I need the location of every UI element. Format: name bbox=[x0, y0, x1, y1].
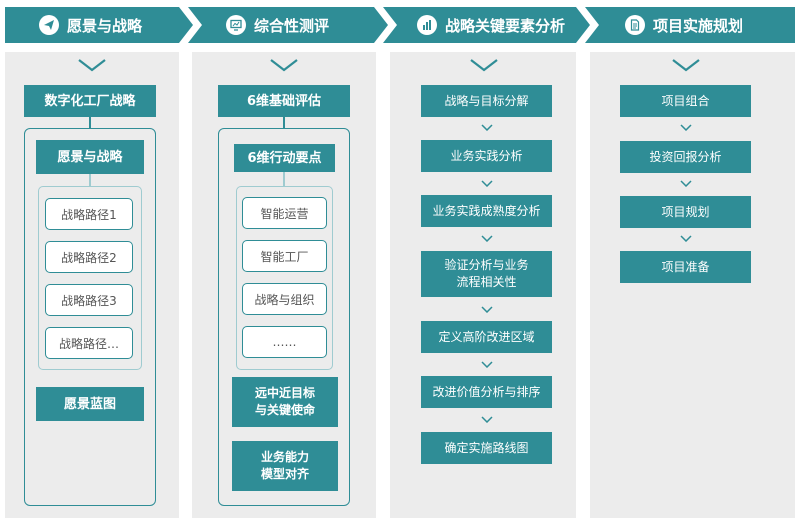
connector-line bbox=[89, 174, 91, 186]
vision-strategy-box: 愿景与战略 bbox=[36, 140, 144, 174]
document-icon bbox=[625, 15, 645, 35]
header-label: 战略关键要素分析 bbox=[445, 16, 566, 35]
paths-frame bbox=[38, 186, 142, 370]
chevron-down-icon bbox=[680, 235, 692, 242]
connector-line bbox=[89, 117, 91, 129]
header-comprehensive-assessment: 综合性测评 bbox=[188, 7, 388, 43]
high-level-improvement-box: 定义高阶改进区域 bbox=[421, 321, 552, 353]
header-label: 项目实施规划 bbox=[653, 16, 744, 35]
project-portfolio-box: 项目组合 bbox=[620, 85, 751, 117]
goals-mission-box: 远中近目标 与关键使命 bbox=[232, 377, 338, 427]
action-item-strategy-org: 战略与组织 bbox=[242, 283, 327, 315]
validation-line-1: 验证分析与业务 bbox=[444, 258, 529, 272]
capability-alignment-box: 业务能力 模型对齐 bbox=[232, 441, 338, 491]
goals-line-1: 远中近目标 bbox=[254, 386, 315, 400]
chevron-down-icon bbox=[78, 59, 106, 72]
strategy-path-2: 战略路径2 bbox=[45, 241, 133, 273]
strategy-goal-decomposition-box: 战略与目标分解 bbox=[421, 85, 552, 117]
vision-blueprint-box: 愿景蓝图 bbox=[36, 387, 144, 421]
chevron-down-icon bbox=[481, 235, 493, 242]
business-practice-analysis-box: 业务实践分析 bbox=[421, 140, 552, 172]
strategy-path-3: 战略路径3 bbox=[45, 284, 133, 316]
digital-factory-strategy-box: 数字化工厂战略 bbox=[24, 85, 156, 117]
chevron-down-icon bbox=[680, 124, 692, 131]
header-label: 愿景与战略 bbox=[67, 16, 143, 35]
six-dim-action-box: 6维行动要点 bbox=[234, 144, 335, 172]
improvement-value-ranking-box: 改进价值分析与排序 bbox=[421, 376, 552, 408]
chevron-down-icon bbox=[270, 59, 298, 72]
six-dim-assessment-box: 6维基础评估 bbox=[218, 85, 350, 117]
chevron-down-icon bbox=[481, 306, 493, 313]
column-planning bbox=[590, 52, 795, 518]
send-icon bbox=[39, 15, 59, 35]
action-item-smart-factory: 智能工厂 bbox=[242, 240, 327, 272]
strategy-path-more: 战略路径… bbox=[45, 327, 133, 359]
connector-line bbox=[283, 172, 285, 186]
chevron-down-icon bbox=[481, 416, 493, 423]
roi-analysis-box: 投资回报分析 bbox=[620, 141, 751, 173]
header-label: 综合性测评 bbox=[254, 16, 330, 35]
validation-line-2: 流程相关性 bbox=[456, 275, 517, 289]
strategy-frame bbox=[24, 128, 156, 506]
chevron-down-icon bbox=[481, 124, 493, 131]
strategy-path-1: 战略路径1 bbox=[45, 198, 133, 230]
validation-correlation-box: 验证分析与业务 流程相关性 bbox=[421, 251, 552, 297]
alignment-line-1: 业务能力 bbox=[260, 450, 309, 464]
connector-line bbox=[283, 117, 285, 129]
action-item-more: …… bbox=[242, 326, 327, 358]
header-project-planning: 项目实施规划 bbox=[585, 7, 795, 43]
alignment-line-2: 模型对齐 bbox=[260, 467, 309, 481]
assessment-frame bbox=[218, 128, 350, 506]
chevron-down-icon bbox=[481, 180, 493, 187]
bar-chart-icon bbox=[417, 15, 437, 35]
project-preparation-box: 项目准备 bbox=[620, 251, 751, 283]
chevron-down-icon bbox=[481, 361, 493, 368]
goals-line-2: 与关键使命 bbox=[254, 403, 315, 417]
project-planning-box: 项目规划 bbox=[620, 196, 751, 228]
chevron-down-icon bbox=[470, 59, 498, 72]
practice-maturity-analysis-box: 业务实践成熟度分析 bbox=[421, 195, 552, 227]
implementation-roadmap-box: 确定实施路线图 bbox=[421, 432, 552, 464]
action-items-frame bbox=[236, 186, 333, 370]
header-vision-strategy: 愿景与战略 bbox=[5, 7, 193, 43]
action-item-smart-operations: 智能运营 bbox=[242, 197, 327, 229]
chevron-down-icon bbox=[672, 59, 700, 72]
chevron-down-icon bbox=[680, 180, 692, 187]
monitor-chart-icon bbox=[226, 15, 246, 35]
header-key-factor-analysis: 战略关键要素分析 bbox=[383, 7, 590, 43]
